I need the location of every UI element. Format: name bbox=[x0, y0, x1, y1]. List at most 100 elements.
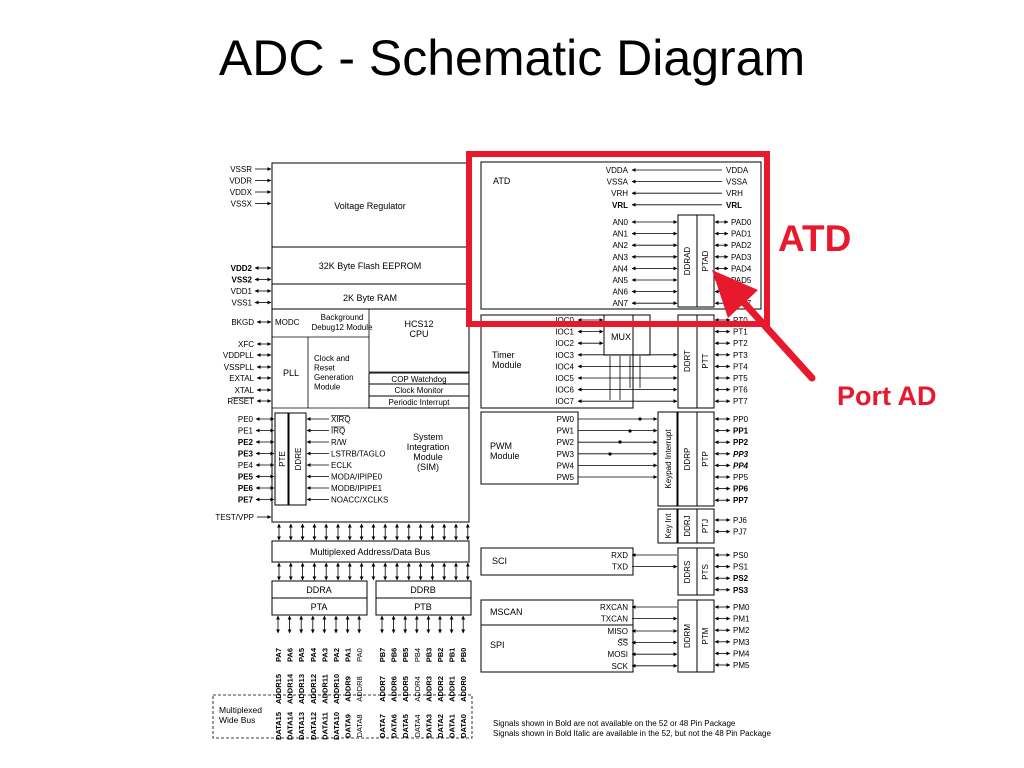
pm-pin-label: PM5 bbox=[733, 661, 750, 670]
atd-block bbox=[480, 161, 762, 310]
pta-block bbox=[271, 597, 368, 616]
ptb-label: PTB bbox=[414, 602, 432, 612]
ioc-pin-label: IOC3 bbox=[555, 351, 574, 360]
addr-label: ADDR10 bbox=[332, 674, 341, 704]
sim-signal-label: MODB/IPIPE1 bbox=[331, 484, 383, 493]
mux-label: MUX bbox=[611, 332, 631, 342]
mscan-pin-label: TXCAN bbox=[601, 615, 628, 624]
footnote: Signals shown in Bold Italic are availab… bbox=[493, 729, 772, 738]
pw-pin-label: PW5 bbox=[557, 473, 575, 482]
ptt-block bbox=[696, 314, 715, 409]
ioc-pin-label: IOC5 bbox=[555, 374, 574, 383]
ddrt-label: DDRT bbox=[683, 350, 692, 372]
pin-label: EXTAL bbox=[229, 374, 254, 383]
data-label: DATA12 bbox=[309, 712, 318, 740]
data-label: DATA11 bbox=[320, 712, 329, 740]
mscan-label: MSCAN bbox=[490, 607, 523, 617]
port-pin-label: PB0 bbox=[459, 648, 468, 663]
pp-pin-label: PP1 bbox=[733, 427, 749, 436]
ddrp-label: DDRP bbox=[683, 448, 692, 471]
clock-reset-label: Reset bbox=[314, 364, 336, 373]
addr-label: ADDR2 bbox=[436, 676, 445, 702]
data-label: DATA6 bbox=[390, 714, 399, 738]
sim-label: Module bbox=[413, 452, 443, 462]
pw-pin-label: PW0 bbox=[557, 415, 575, 424]
key-int-label: Key Int bbox=[664, 513, 673, 539]
key-int-block bbox=[657, 508, 678, 544]
atd-highlight-box bbox=[466, 151, 770, 327]
flash-label: 32K Byte Flash EEPROM bbox=[319, 261, 422, 271]
pe-pin-label: PE0 bbox=[238, 415, 254, 424]
ptb-block bbox=[375, 597, 472, 616]
address-data-bus-block bbox=[271, 540, 470, 563]
an-pin-label: AN6 bbox=[612, 288, 628, 297]
ddre-block bbox=[288, 412, 307, 506]
pw-pin-label: PW3 bbox=[557, 450, 575, 459]
sim-label: Integration bbox=[407, 442, 450, 452]
sci-pin-label: TXD bbox=[612, 563, 628, 572]
footnote: Signals shown in Bold are not available … bbox=[493, 719, 736, 728]
an-pin-label: AN0 bbox=[612, 218, 628, 227]
data-label: DATA10 bbox=[332, 712, 341, 740]
junction-dot bbox=[618, 440, 622, 444]
junction-dot bbox=[638, 417, 642, 421]
timer-label: Module bbox=[492, 360, 522, 370]
pm-pin-label: PM1 bbox=[733, 615, 750, 624]
spi-pin-label: MISO bbox=[608, 627, 628, 636]
pwm-block bbox=[480, 411, 579, 485]
atd-ref-label: VRL bbox=[612, 201, 628, 210]
port-ad-arrow-shaft bbox=[734, 292, 816, 382]
pp-pin-label: PP6 bbox=[733, 485, 749, 494]
port-pin-label: PA5 bbox=[297, 648, 306, 662]
pin-label: VSS1 bbox=[232, 299, 253, 308]
data-label: DATA2 bbox=[436, 714, 445, 738]
addr-label: ADDR8 bbox=[355, 676, 364, 701]
addr-label: ADDR3 bbox=[424, 676, 433, 702]
data-label: DATA1 bbox=[448, 714, 457, 738]
pin-label: BKGD bbox=[231, 318, 254, 327]
sci-block bbox=[480, 547, 634, 576]
port-ad-arrow-head bbox=[712, 270, 758, 318]
pw-pin-label: PW1 bbox=[557, 427, 575, 436]
pin-label: VDDX bbox=[230, 188, 253, 197]
data-label: DATA14 bbox=[286, 711, 295, 740]
pin-label: XFC bbox=[238, 340, 254, 349]
sci-pin-label: RXD bbox=[611, 551, 628, 560]
pe-pin-label: PE3 bbox=[238, 450, 254, 459]
junction-dot bbox=[628, 429, 632, 433]
modc-label: MODC bbox=[275, 318, 300, 327]
bkgd-module-label: Background bbox=[321, 313, 364, 322]
pt-pin-label: PT1 bbox=[733, 328, 748, 337]
sim-signal-label: ECLK bbox=[331, 461, 353, 470]
pj-pin-label: PJ7 bbox=[733, 528, 747, 537]
ptt-label: PTT bbox=[701, 353, 710, 368]
addr-label: ADDR14 bbox=[286, 673, 295, 704]
an-pin-label: AN7 bbox=[612, 299, 628, 308]
data-label: DATA8 bbox=[355, 714, 364, 737]
data-label: DATA3 bbox=[424, 714, 433, 738]
data-label: DATA7 bbox=[378, 714, 387, 738]
atd-ref-pin-label: VRL bbox=[726, 201, 742, 210]
atd-annotation: ATD bbox=[778, 218, 852, 259]
pts-block bbox=[696, 547, 715, 596]
sim-signal-label: XIRQ bbox=[331, 415, 351, 424]
pt-pin-label: PT5 bbox=[733, 374, 748, 383]
ddra-label: DDRA bbox=[306, 585, 332, 595]
addr-label: ADDR12 bbox=[309, 674, 318, 704]
an-pin-label: AN2 bbox=[612, 241, 628, 250]
atd-ref-label: VDDA bbox=[606, 166, 629, 175]
clock-reset-label: Clock and bbox=[314, 354, 350, 363]
spi-pin-label: MOSI bbox=[608, 650, 628, 659]
pj-pin-label: PJ6 bbox=[733, 516, 747, 525]
pin-label: XTAL bbox=[235, 386, 255, 395]
bus-label: Multiplexed Address/Data Bus bbox=[310, 547, 431, 557]
cop-watchdog-label: COP Watchdog bbox=[391, 375, 446, 384]
mscan-pin-label: RXCAN bbox=[600, 603, 628, 612]
sim-signal-label: NOACC/XCLKS bbox=[331, 496, 388, 505]
pm-pin-label: PM0 bbox=[733, 603, 750, 612]
an-pin-label: AN5 bbox=[612, 276, 628, 285]
port-pin-label: PA0 bbox=[355, 648, 364, 662]
atd-ref-pin-label: VRH bbox=[726, 189, 743, 198]
pin-label: RESET bbox=[227, 397, 254, 406]
spi-block bbox=[480, 624, 634, 673]
